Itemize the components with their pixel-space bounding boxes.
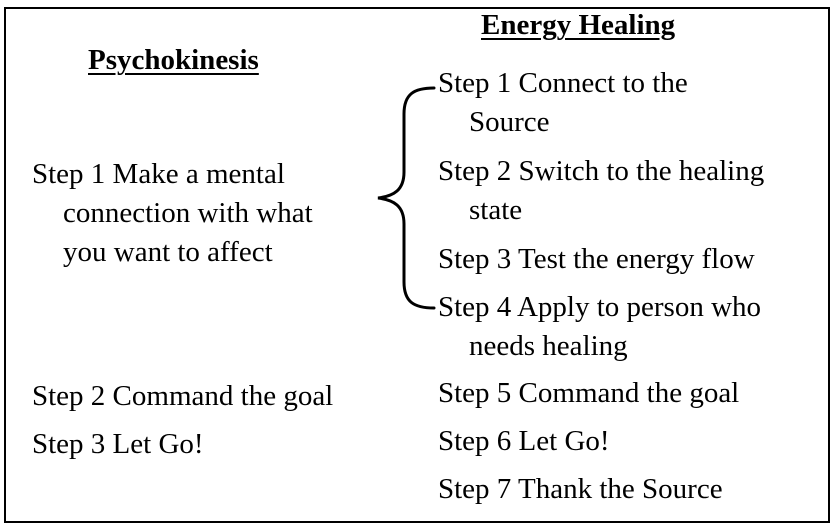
energy-healing-step-2: Step 2 Switch to the healing state — [438, 152, 764, 230]
energy-healing-step-5: Step 5 Command the goal — [438, 374, 739, 413]
step-text-continued: state — [469, 194, 523, 226]
step-text: Step 1 Make a mental — [32, 158, 285, 190]
energy-healing-step-1: Step 1 Connect to the Source — [438, 64, 688, 142]
step-text: Step 6 Let Go! — [438, 425, 610, 457]
step-text-continued: you want to affect — [63, 236, 273, 268]
diagram-frame — [4, 7, 830, 523]
step-text-continued: needs healing — [469, 330, 628, 362]
step-text-continued: connection with what — [63, 197, 313, 229]
energy-healing-step-6: Step 6 Let Go! — [438, 422, 610, 461]
step-text: Step 4 Apply to person who — [438, 291, 762, 323]
psychokinesis-step-3: Step 3 Let Go! — [32, 425, 204, 464]
energy-healing-title: Energy Healing — [481, 9, 676, 41]
step-text: Step 3 Let Go! — [32, 428, 204, 460]
psychokinesis-step-2: Step 2 Command the goal — [32, 377, 333, 416]
step-text: Step 2 Switch to the healing — [438, 155, 765, 187]
psychokinesis-step-1: Step 1 Make a mental connection with wha… — [32, 155, 372, 272]
psychokinesis-title: Psychokinesis — [88, 44, 259, 76]
step-text-continued: Source — [469, 106, 550, 138]
step-text: Step 7 Thank the Source — [438, 473, 723, 505]
step-text: Step 1 Connect to the — [438, 67, 688, 99]
energy-healing-step-7: Step 7 Thank the Source — [438, 470, 723, 509]
curly-brace-icon — [377, 86, 436, 310]
energy-healing-step-3: Step 3 Test the energy flow — [438, 240, 755, 279]
step-text: Step 3 Test the energy flow — [438, 243, 755, 275]
step-text: Step 2 Command the goal — [32, 380, 334, 412]
energy-healing-step-4: Step 4 Apply to person who needs healing — [438, 288, 761, 366]
step-text: Step 5 Command the goal — [438, 377, 740, 409]
